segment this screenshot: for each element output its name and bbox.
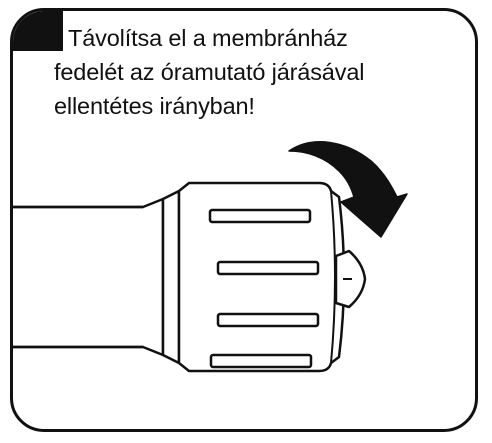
housing-tube — [13, 197, 165, 357]
instruction-panel: Távolítsa el a membránház fedelét az óra… — [10, 8, 478, 432]
instruction-text: Távolítsa el a membránház fedelét az óra… — [54, 21, 444, 123]
instruction-line-1: Távolítsa el a membránház — [68, 25, 348, 51]
housing-collar — [161, 189, 181, 365]
housing-cap-icon — [177, 181, 367, 373]
corner-marker — [13, 11, 63, 51]
rotation-arrow-icon — [288, 141, 408, 238]
instruction-line-2: fedelét az óramutató járásával — [54, 59, 365, 85]
membrane-housing-illustration — [13, 141, 408, 373]
instruction-line-3: ellentétes irányban! — [54, 93, 255, 119]
